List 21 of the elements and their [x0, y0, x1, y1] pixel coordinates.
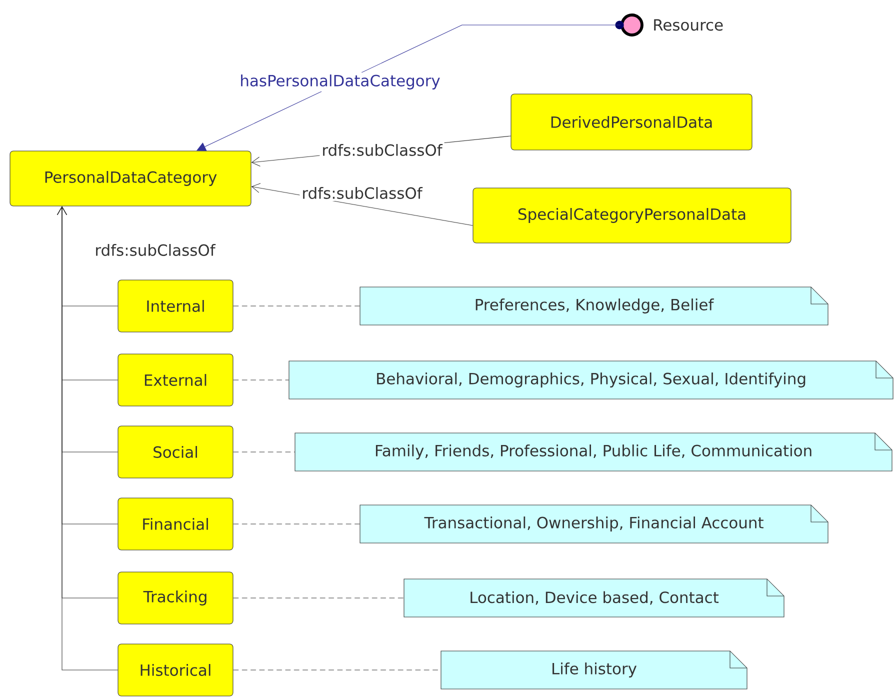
- note-box: Behavioral, Demographics, Physical, Sexual, Identifying: [288, 360, 894, 400]
- note-box: Location, Device based, Contact: [404, 578, 784, 618]
- class-box: External: [118, 354, 234, 406]
- class-box: Tracking: [118, 572, 234, 624]
- class-box: PersonalDataCategory: [10, 150, 252, 206]
- note-box: Transactional, Ownership, Financial Account: [360, 504, 828, 544]
- class-box: Historical: [118, 644, 234, 696]
- edge-label: rdfs:subClassOf: [320, 142, 444, 158]
- class-box: Internal: [118, 280, 234, 332]
- class-box: Social: [118, 426, 234, 478]
- note-box: Family, Friends, Professional, Public Life, Communication: [294, 432, 892, 472]
- class-box: SpecialCategoryPersonalData: [472, 188, 792, 244]
- class-box: DerivedPersonalData: [510, 94, 752, 150]
- edge-label: hasPersonalDataCategory: [238, 72, 442, 92]
- note-box: Preferences, Knowledge, Belief: [360, 286, 828, 326]
- class-box: Financial: [118, 498, 234, 550]
- subclass-arrow: [57, 206, 118, 670]
- edge-label: rdfs:subClassOf: [300, 185, 424, 201]
- edge-label: rdfs:subClassOf: [92, 242, 218, 258]
- note-box: Life history: [440, 650, 748, 690]
- node-label: Resource: [654, 19, 723, 31]
